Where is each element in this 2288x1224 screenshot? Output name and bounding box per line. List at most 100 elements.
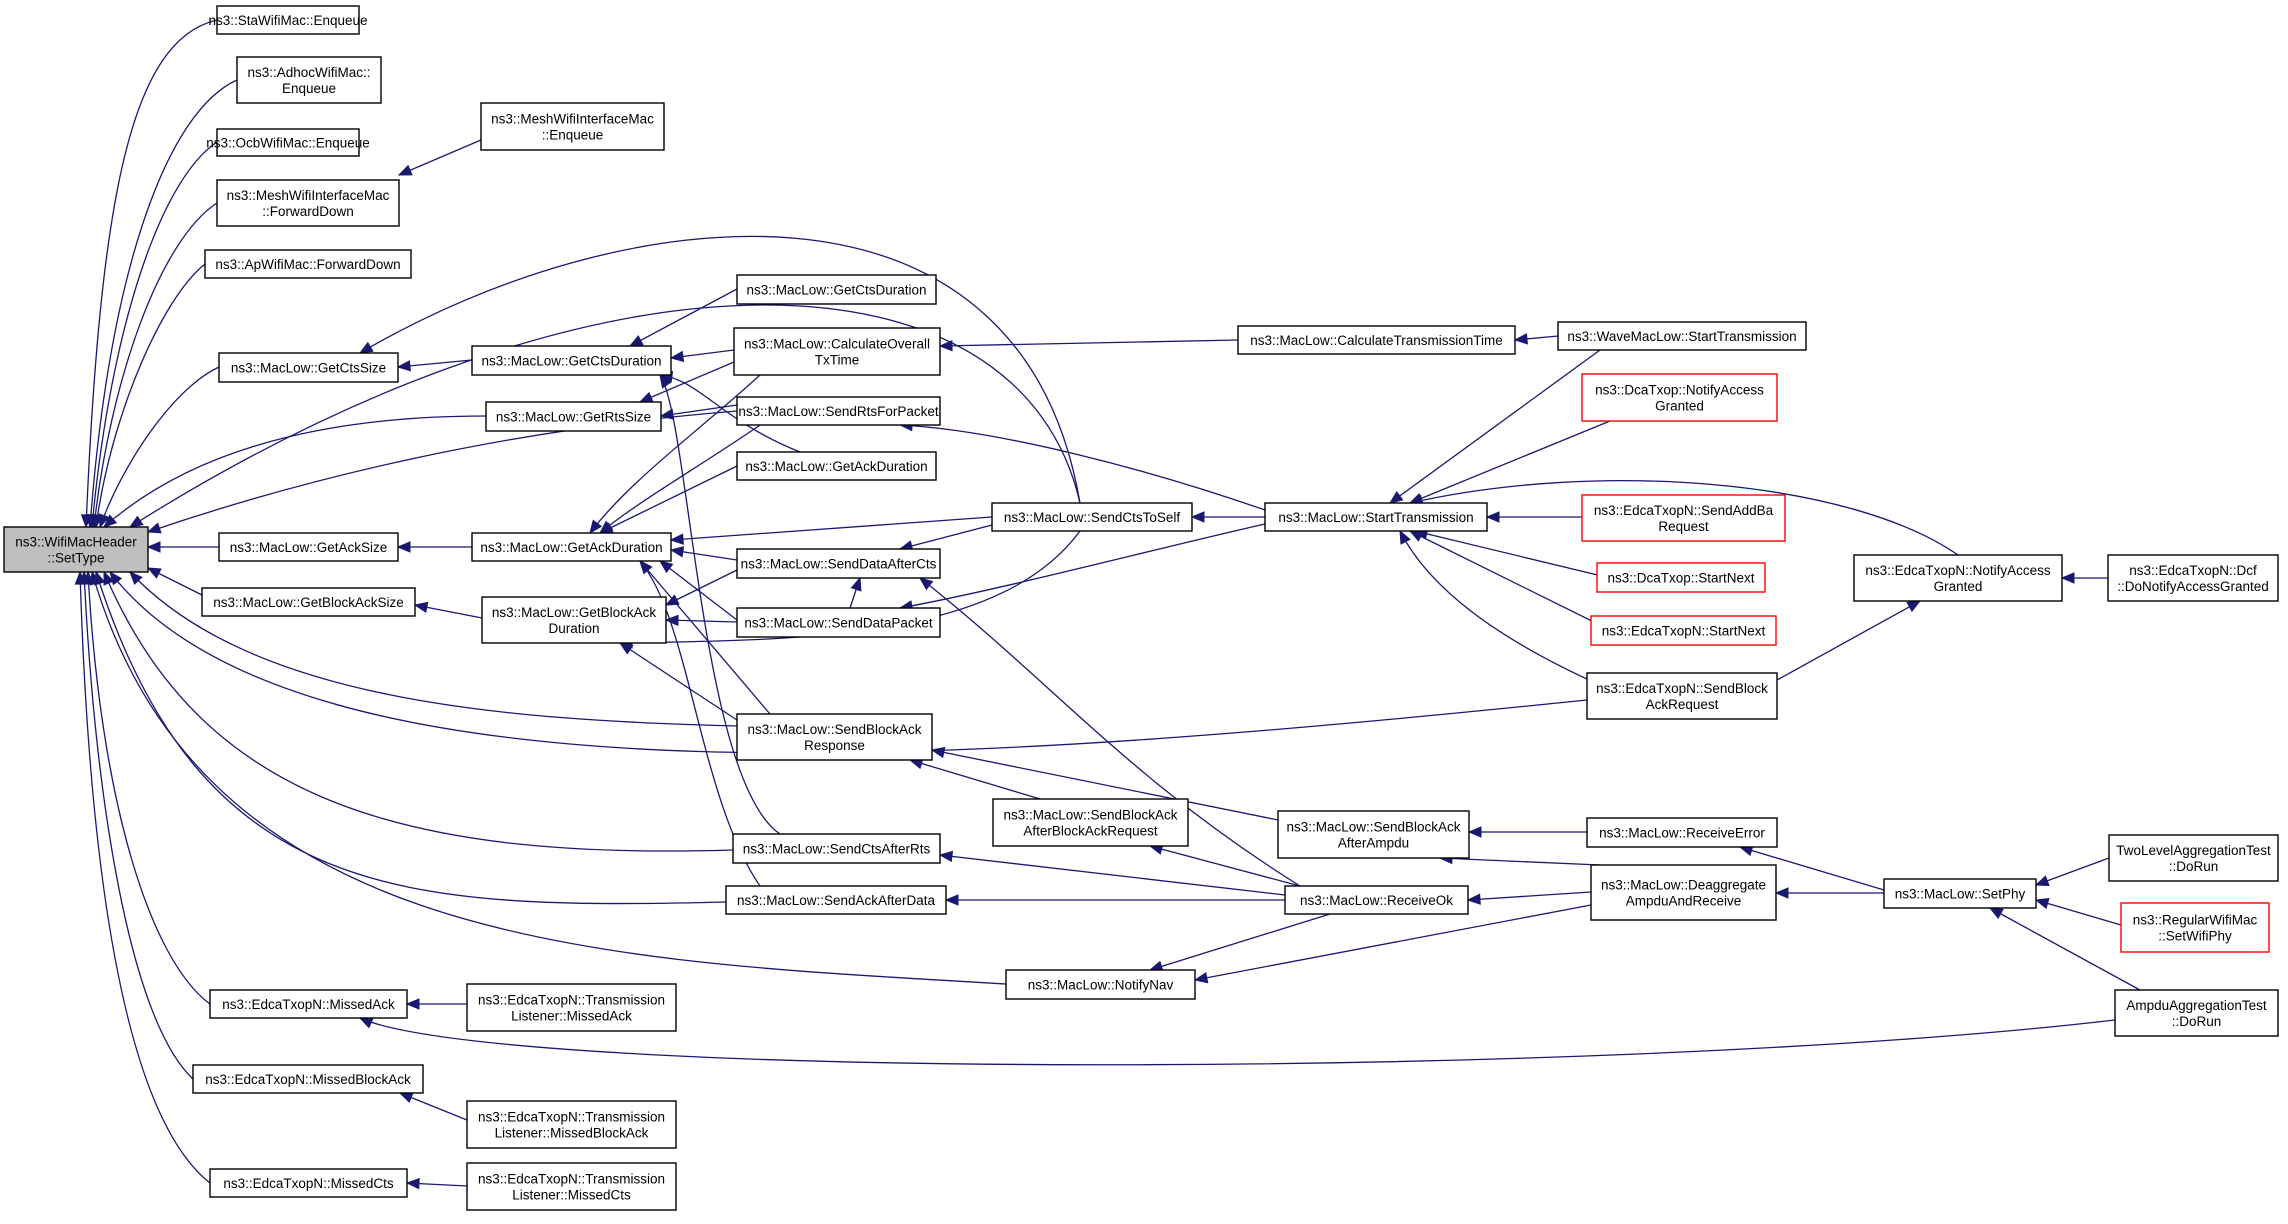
node-ampdutest[interactable]: AmpduAggregationTest::DoRun: [2114, 989, 2279, 1037]
node-edca_dcf[interactable]: ns3::EdcaTxopN::Dcf::DoNotifyAccessGrant…: [2107, 554, 2279, 602]
edge-arrowhead: [1388, 490, 1404, 504]
node-sta_enq[interactable]: ns3::StaWifiMac::Enqueue: [208, 5, 368, 35]
node-ocb_enq[interactable]: ns3::OcbWifiMac::Enqueue: [206, 128, 370, 157]
node-getctsdur2[interactable]: ns3::MacLow::GetCtsDuration: [736, 274, 937, 305]
node-label-line: ns3::MacLow::SendCtsAfterRts: [743, 842, 931, 857]
edge-receiveok-to-sendbaafterbareq: [1149, 845, 1301, 887]
node-label-line: ns3::EdcaTxopN::Transmission: [478, 993, 665, 1008]
node-getctsdur[interactable]: ns3::MacLow::GetCtsDuration: [471, 345, 672, 376]
node-box: [1237, 325, 1516, 355]
node-missedcts[interactable]: ns3::EdcaTxopN::MissedCts: [209, 1168, 408, 1198]
node-tl_missedba[interactable]: ns3::EdcaTxopN::TransmissionListener::Mi…: [466, 1100, 677, 1149]
node-label-line: ns3::EdcaTxopN::NotifyAccess: [1865, 563, 2051, 578]
node-regularphy[interactable]: ns3::RegularWifiMac::SetWifiPhy: [2120, 902, 2270, 953]
node-box: [218, 352, 399, 383]
node-sendctsafterrts[interactable]: ns3::MacLow::SendCtsAfterRts: [732, 833, 941, 864]
node-label-line: ns3::EdcaTxopN::Dcf: [2129, 563, 2257, 578]
node-senddatapacket[interactable]: ns3::MacLow::SendDataPacket: [736, 607, 941, 638]
node-missedack[interactable]: ns3::EdcaTxopN::MissedAck: [209, 989, 408, 1019]
node-tl_missedack[interactable]: ns3::EdcaTxopN::TransmissionListener::Mi…: [466, 983, 677, 1032]
node-label-line: Granted: [1655, 399, 1704, 414]
node-sendctstoself[interactable]: ns3::MacLow::SendCtsToSelf: [991, 502, 1193, 532]
node-twolevel[interactable]: TwoLevelAggregationTest::DoRun: [2108, 834, 2279, 882]
node-starttrans[interactable]: ns3::MacLow::StartTransmission: [1264, 502, 1488, 532]
node-box: [736, 607, 941, 638]
node-label-line: ns3::MacLow::SendDataPacket: [744, 616, 933, 631]
node-getackdur2[interactable]: ns3::MacLow::GetAckDuration: [736, 451, 937, 481]
node-sendbaafterbareq[interactable]: ns3::MacLow::SendBlockAckAfterBlockAckRe…: [992, 798, 1189, 847]
node-label-line: ns3::MacLow::GetBlockAckSize: [213, 595, 404, 610]
edge-arrowhead: [1906, 600, 1922, 613]
edge-arrowhead: [944, 894, 959, 906]
node-receiveerror[interactable]: ns3::MacLow::ReceiveError: [1586, 817, 1778, 848]
edge-arrowhead: [103, 514, 118, 528]
edge-arrowhead: [109, 570, 123, 586]
node-senddataafterctс[interactable]: ns3::MacLow::SendDataAfterCts: [736, 548, 941, 579]
node-getbasize[interactable]: ns3::MacLow::GetBlockAckSize: [201, 587, 416, 617]
node-getrtssize[interactable]: ns3::MacLow::GetRtsSize: [485, 401, 662, 432]
edge-sendctstoself-to-getackdur: [670, 516, 993, 541]
node-label-line: ns3::MacLow::SendBlockAck: [1286, 820, 1460, 835]
node-label-line: ns3::MacLow::GetAckDuration: [480, 540, 662, 555]
edge-sendctstoself-to-root: [129, 304, 1081, 528]
node-tl_missedcts[interactable]: ns3::EdcaTxopN::TransmissionListener::Mi…: [466, 1162, 677, 1211]
node-wave_start[interactable]: ns3::WaveMacLow::StartTransmission: [1557, 321, 1807, 351]
edge-arrowhead: [103, 570, 115, 586]
edge-arrowhead: [638, 391, 654, 403]
node-ap_fwd[interactable]: ns3::ApWifiMac::ForwardDown: [204, 249, 412, 279]
node-dca_next[interactable]: ns3::DcaTxop::StartNext: [1596, 562, 1766, 593]
node-root[interactable]: ns3::WifiMacHeader::SetType: [3, 526, 149, 573]
edge-sendbaafterbareq-to-sendbaresp: [909, 759, 1041, 800]
node-label-line: ns3::EdcaTxopN::Transmission: [478, 1172, 665, 1187]
node-label-line: ns3::MacLow::SetPhy: [1895, 887, 2026, 902]
node-mesh_enq[interactable]: ns3::MeshWifiInterfaceMac::Enqueue: [480, 102, 665, 151]
node-mesh_fwd[interactable]: ns3::MeshWifiInterfaceMac::ForwardDown: [216, 179, 400, 227]
node-label-line: ::ForwardDown: [262, 204, 354, 219]
node-missedba[interactable]: ns3::EdcaTxopN::MissedBlockAck: [192, 1064, 424, 1094]
node-calctrans[interactable]: ns3::MacLow::CalculateTransmissionTime: [1237, 325, 1516, 355]
edge-missedba-to-root: [83, 571, 194, 1080]
node-edca_notify[interactable]: ns3::EdcaTxopN::NotifyAccessGranted: [1853, 554, 2063, 602]
edge-calcoverall-to-getackdur: [589, 374, 761, 534]
node-getackdur[interactable]: ns3::MacLow::GetAckDuration: [471, 532, 672, 562]
edge-arrowhead: [664, 614, 679, 627]
node-box: [2120, 902, 2270, 953]
node-adhoc_enq[interactable]: ns3::AdhocWifiMac::Enqueue: [236, 56, 382, 104]
node-edca_next[interactable]: ns3::EdcaTxopN::StartNext: [1590, 615, 1777, 646]
node-getctssize[interactable]: ns3::MacLow::GetCtsSize: [218, 352, 399, 383]
edge-deaggregate-to-receiveok: [1467, 891, 1592, 901]
edge-arrowhead: [1485, 511, 1500, 523]
node-label-line: ::SetWifiPhy: [2158, 929, 2232, 944]
node-receiveok[interactable]: ns3::MacLow::ReceiveOk: [1284, 885, 1469, 915]
node-label-line: ns3::MacLow::GetCtsDuration: [746, 283, 926, 298]
node-box: [1853, 554, 2063, 602]
node-sendackafterdata[interactable]: ns3::MacLow::SendAckAfterData: [725, 885, 947, 915]
node-label-line: ns3::DcaTxop::NotifyAccess: [1595, 383, 1764, 398]
node-box: [736, 274, 937, 305]
node-notifynav[interactable]: ns3::MacLow::NotifyNav: [1005, 969, 1196, 1000]
edge-arrowhead: [589, 519, 603, 535]
edge-arrowhead: [930, 746, 946, 759]
node-setphy[interactable]: ns3::MacLow::SetPhy: [1883, 878, 2037, 909]
node-getacksize[interactable]: ns3::MacLow::GetAckSize: [218, 532, 399, 562]
node-label-line: Request: [1658, 519, 1709, 534]
node-box: [1586, 672, 1778, 720]
edge-arrowhead: [396, 360, 411, 372]
node-box: [209, 1168, 408, 1198]
node-box: [1005, 969, 1196, 1000]
edge-calcoverall-to-getrtssize: [639, 361, 735, 403]
node-label-line: TwoLevelAggregationTest: [2116, 843, 2271, 858]
node-sendrts[interactable]: ns3::MacLow::SendRtsForPacket: [736, 396, 941, 426]
node-label-line: ns3::MacLow::SendRtsForPacket: [738, 404, 939, 419]
edge-sendctsafterrts-to-root: [103, 571, 734, 852]
node-box: [733, 327, 941, 376]
node-dca_notify[interactable]: ns3::DcaTxop::NotifyAccessGranted: [1581, 373, 1778, 422]
edge-senddatapacket-to-getackdur: [659, 560, 738, 621]
